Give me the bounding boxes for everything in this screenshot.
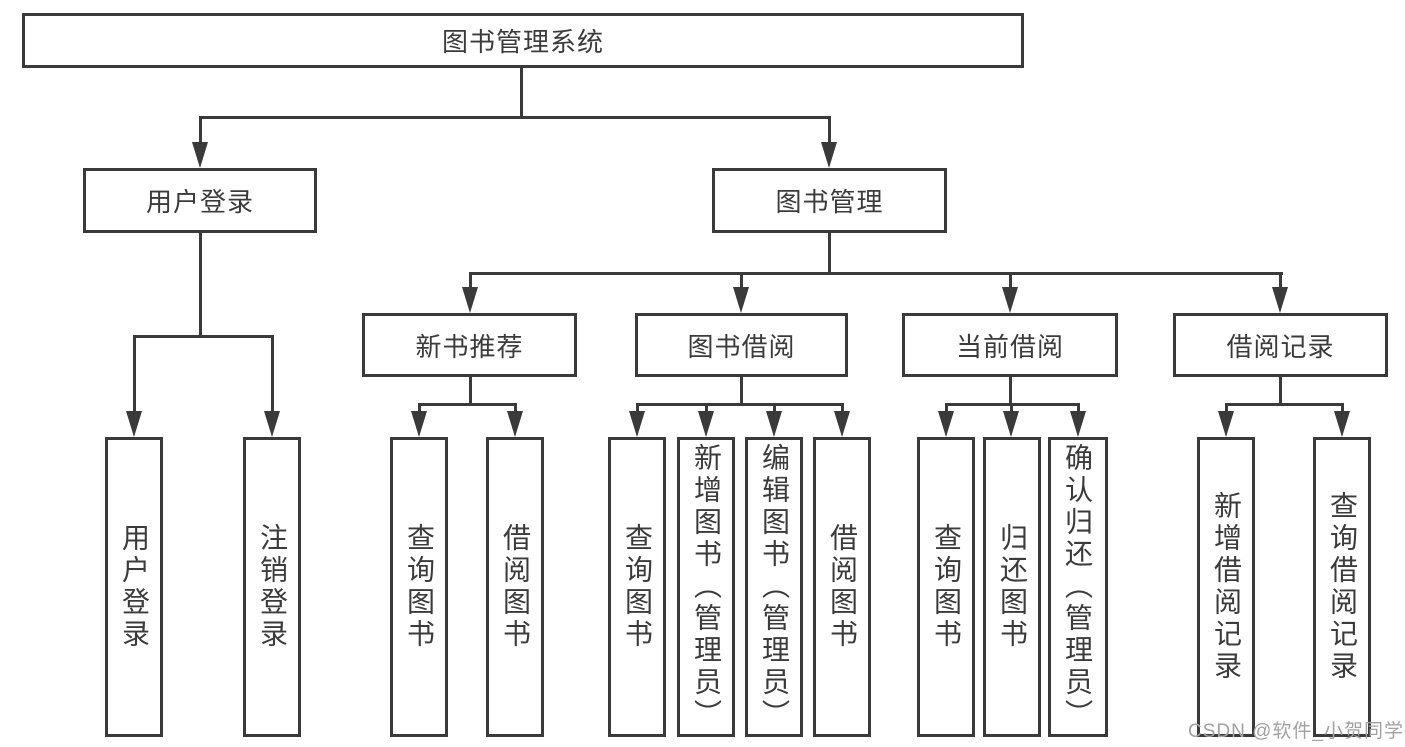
connector-line [1225, 403, 1344, 406]
node-book-borrow: 图书借阅 [635, 313, 848, 377]
connector-line [740, 377, 743, 405]
connector-line [945, 404, 948, 413]
connector-line [740, 273, 743, 289]
arrow-down-icon [821, 142, 837, 168]
node-new-book-recommend: 新书推荐 [362, 313, 577, 377]
arrow-down-icon [629, 411, 645, 437]
connector-line [773, 404, 776, 413]
connector-line [1010, 404, 1013, 413]
leaf-query-book-current: 查询图书 [917, 437, 975, 737]
arrow-down-icon [264, 411, 280, 437]
arrow-down-icon [698, 411, 714, 437]
connector-line [469, 273, 472, 289]
connector-line [514, 404, 517, 413]
leaf-query-book-borrow: 查询图书 [608, 437, 666, 737]
connector-line [199, 117, 202, 143]
connector-line [520, 68, 523, 117]
leaf-query-book-recommend: 查询图书 [390, 437, 448, 737]
node-root: 图书管理系统 [22, 13, 1024, 68]
connector-line [133, 335, 274, 338]
arrow-down-icon [1334, 411, 1350, 437]
connector-line [418, 404, 421, 413]
leaf-query-borrow-record: 查询借阅记录 [1313, 437, 1371, 737]
connector-line [469, 272, 1283, 275]
arrow-down-icon [1272, 287, 1288, 313]
connector-line [271, 336, 274, 412]
connector-line [1341, 404, 1344, 413]
connector-line [1009, 377, 1012, 405]
arrow-down-icon [126, 411, 142, 437]
connector-line [199, 233, 202, 337]
arrow-down-icon [766, 411, 782, 437]
node-book-management: 图书管理 [712, 168, 947, 233]
arrow-down-icon [192, 142, 208, 168]
connector-line [199, 116, 831, 119]
leaf-edit-book-admin: 编辑图书（管理员） [745, 437, 803, 737]
leaf-borrow-book-recommend: 借阅图书 [486, 437, 544, 737]
connector-line [418, 403, 517, 406]
connector-line [1279, 377, 1282, 405]
leaf-add-book-admin: 新增图书（管理员） [677, 437, 735, 737]
leaf-borrow-book: 借阅图书 [813, 437, 871, 737]
connector-line [636, 403, 844, 406]
connector-line [828, 233, 831, 274]
arrow-down-icon [462, 287, 478, 313]
arrow-down-icon [834, 411, 850, 437]
csdn-watermark: CSDN @软件_小贺同学 [1188, 721, 1404, 742]
connector-line [705, 404, 708, 413]
connector-line [1077, 404, 1080, 413]
connector-line [636, 404, 639, 413]
connector-line [133, 336, 136, 412]
arrow-down-icon [411, 411, 427, 437]
arrow-down-icon [1218, 411, 1234, 437]
arrow-down-icon [507, 411, 523, 437]
leaf-logout: 注销登录 [243, 437, 301, 737]
connector-line [469, 377, 472, 405]
arrow-down-icon [733, 287, 749, 313]
node-current-borrow: 当前借阅 [902, 313, 1118, 377]
arrow-down-icon [1070, 411, 1086, 437]
connector-line [1009, 273, 1012, 289]
node-borrow-record: 借阅记录 [1173, 313, 1388, 377]
leaf-add-borrow-record: 新增借阅记录 [1197, 437, 1255, 737]
leaf-confirm-return-admin: 确认归还（管理员） [1048, 437, 1108, 737]
connector-line [1279, 273, 1282, 289]
leaf-user-login: 用户登录 [105, 437, 163, 737]
arrow-down-icon [1002, 287, 1018, 313]
connector-line [1225, 404, 1228, 413]
arrow-down-icon [938, 411, 954, 437]
connector-line [828, 117, 831, 143]
node-user-login: 用户登录 [83, 168, 317, 233]
arrow-down-icon [1003, 411, 1019, 437]
connector-line [841, 404, 844, 413]
leaf-return-book: 归还图书 [983, 437, 1041, 737]
